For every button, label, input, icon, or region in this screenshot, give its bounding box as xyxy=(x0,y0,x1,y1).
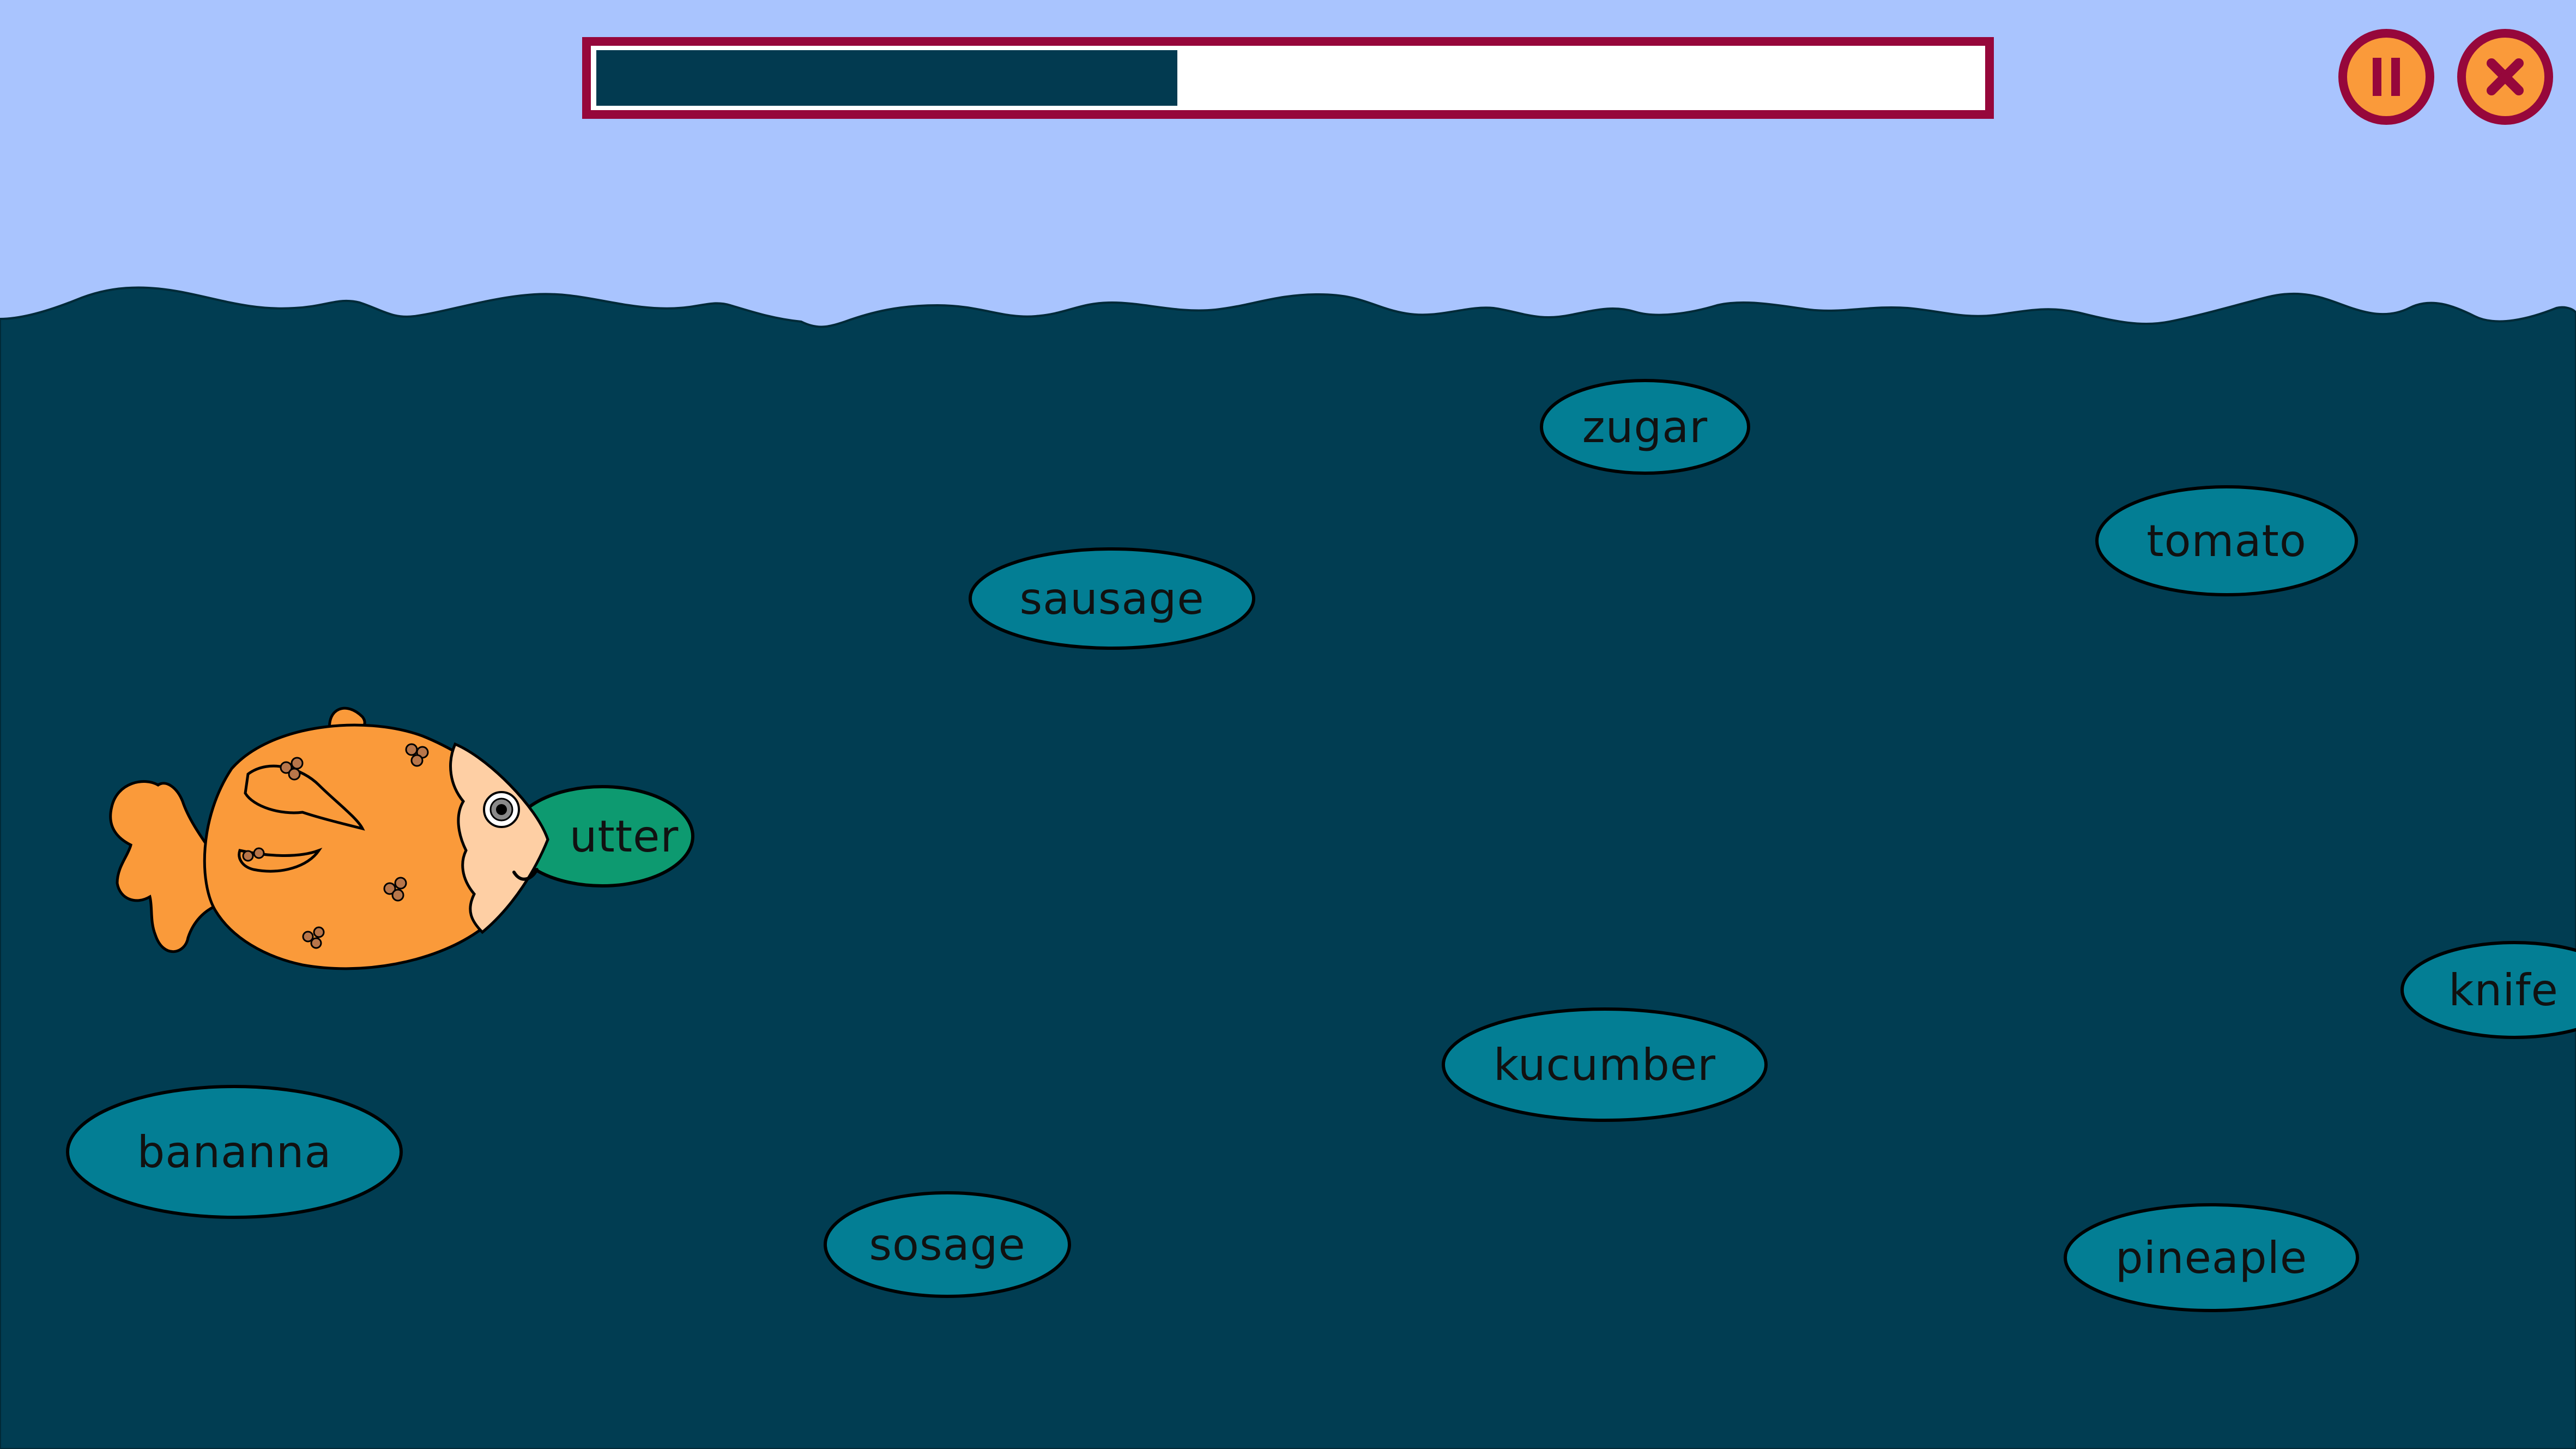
word-label: tomato xyxy=(2146,515,2307,566)
word-bubble-sausage[interactable]: sausage xyxy=(968,547,1256,650)
pause-button[interactable] xyxy=(2338,28,2435,125)
word-bubble-sosage[interactable]: sosage xyxy=(823,1191,1072,1298)
close-button[interactable] xyxy=(2457,28,2554,125)
word-label: utter xyxy=(569,811,679,862)
word-label: pineaple xyxy=(2115,1232,2308,1283)
fish-face xyxy=(449,742,549,934)
word-bubble-kucumber[interactable]: kucumber xyxy=(1441,1007,1768,1122)
pause-icon xyxy=(2373,58,2400,96)
word-label: sosage xyxy=(869,1219,1026,1270)
fish-tail xyxy=(109,780,220,953)
fish-player[interactable] xyxy=(106,692,570,987)
word-label: kucumber xyxy=(1493,1039,1716,1090)
word-label: zugar xyxy=(1582,401,1708,452)
word-bubble-bananna[interactable]: bananna xyxy=(65,1085,403,1219)
word-bubble-pineaple[interactable]: pineaple xyxy=(2063,1203,2360,1312)
word-label: sausage xyxy=(1019,573,1205,624)
water xyxy=(0,286,2576,1449)
word-bubble-zugar[interactable]: zugar xyxy=(1540,379,1750,475)
close-icon xyxy=(2487,58,2524,95)
fish-mouth xyxy=(512,868,539,881)
fish-eye xyxy=(483,791,520,828)
progress-fill xyxy=(596,50,1177,106)
word-bubble-knife[interactable]: knife xyxy=(2400,941,2576,1039)
word-bubble-tomato[interactable]: tomato xyxy=(2095,485,2359,596)
progress-bar xyxy=(582,37,1994,119)
word-label: bananna xyxy=(137,1126,332,1178)
word-bubble-butter[interactable]: utter xyxy=(510,785,695,887)
fish-scales xyxy=(242,743,429,949)
word-label: knife xyxy=(2448,964,2559,1016)
